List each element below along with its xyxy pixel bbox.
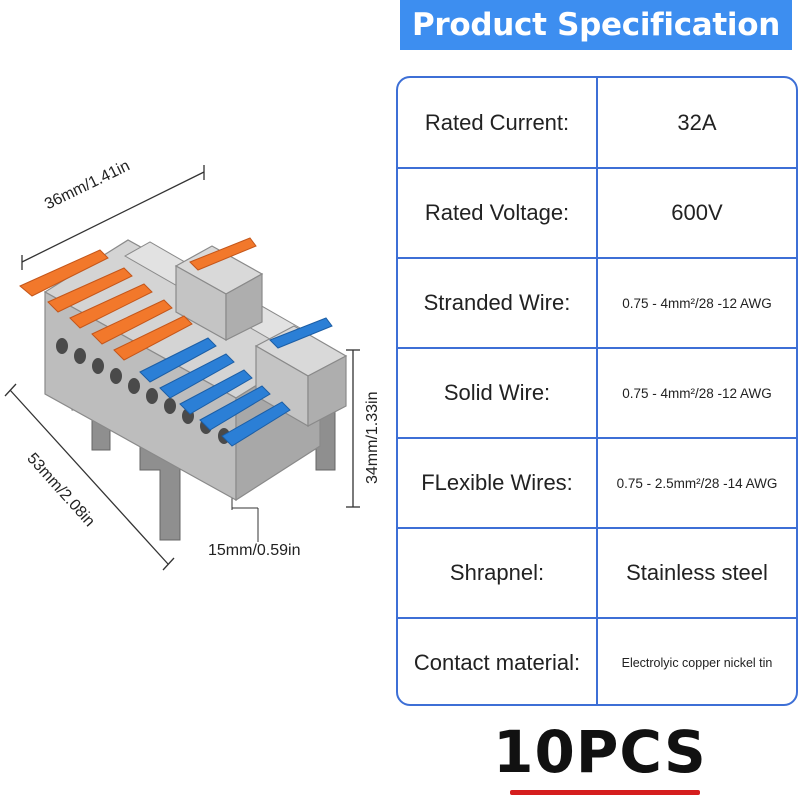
spec-label: Shrapnel: — [449, 560, 545, 585]
row-divider — [398, 257, 796, 259]
spec-value: Electrolyic copper nickel tin — [621, 656, 773, 670]
spec-value: 32A — [677, 110, 717, 135]
row-divider — [398, 437, 796, 439]
spec-value: 0.75 - 4mm²/28 -12 AWG — [622, 295, 772, 311]
height-dimension-label: 34mm/1.33in — [364, 391, 381, 485]
spec-label: Solid Wire: — [443, 380, 551, 405]
spec-label: FLexible Wires: — [421, 470, 573, 495]
quantity-underline — [510, 790, 700, 795]
spec-value: Stainless steel — [626, 560, 768, 585]
spec-table: Rated Current: 32A Rated Voltage: 600V S… — [396, 76, 798, 706]
spec-label: Rated Current: — [424, 110, 570, 135]
quantity-label: 10PCS — [493, 718, 707, 786]
spec-row-rated-current: Rated Current: 32A — [398, 78, 796, 168]
product-illustration: 36mm/1.41in 53mm/2.08in 34mm/1.33in 15mm… — [0, 150, 390, 590]
spec-row-solid-wire: Solid Wire: 0.75 - 4mm²/28 -12 AWG — [398, 348, 796, 438]
spec-value: 0.75 - 4mm²/28 -12 AWG — [622, 385, 772, 401]
base-dimension-label: 15mm/0.59in — [208, 542, 301, 559]
spec-row-shrapnel: Shrapnel: Stainless steel — [398, 528, 796, 618]
column-divider — [596, 78, 598, 704]
spec-row-flexible-wires: FLexible Wires: 0.75 - 2.5mm²/28 -14 AWG — [398, 438, 796, 528]
spec-row-contact-material: Contact material: Electrolyic copper nic… — [398, 618, 796, 704]
spec-row-stranded-wire: Stranded Wire: 0.75 - 4mm²/28 -12 AWG — [398, 258, 796, 348]
spec-header-banner: Product Specification — [400, 0, 792, 50]
row-divider — [398, 527, 796, 529]
row-divider — [398, 617, 796, 619]
connector-block-image — [4, 165, 360, 571]
row-divider — [398, 347, 796, 349]
spec-header-title: Product Specification — [411, 7, 781, 43]
spec-value: 600V — [671, 200, 723, 225]
spec-label: Contact material: — [413, 650, 581, 675]
spec-row-rated-voltage: Rated Voltage: 600V — [398, 168, 796, 258]
row-divider — [398, 167, 796, 169]
spec-value: 0.75 - 2.5mm²/28 -14 AWG — [616, 475, 778, 491]
spec-label: Rated Voltage: — [424, 200, 570, 225]
spec-label: Stranded Wire: — [423, 290, 571, 315]
